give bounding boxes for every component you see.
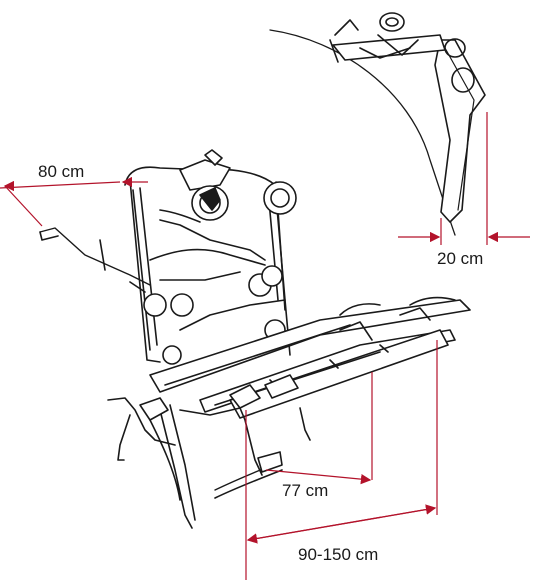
side-view — [269, 12, 486, 236]
wheel-rails — [149, 296, 471, 419]
width-range-label: 90-150 cm — [298, 545, 378, 564]
strap-clamp-right — [263, 181, 297, 215]
car-body-curve — [269, 29, 456, 236]
width-range-dimension: 90-150 cm — [245, 340, 438, 580]
strap-clamp-left — [191, 185, 229, 221]
frame-knobs — [143, 265, 286, 365]
depth-dimension: 80 cm — [0, 162, 148, 227]
side-clearance-dimension: 20 cm — [398, 112, 530, 268]
rail-spacing-dimension: 77 cm — [265, 372, 373, 500]
lower-frame — [149, 404, 196, 529]
main-carrier-view — [39, 149, 471, 529]
upper-strap-left — [39, 227, 151, 286]
side-clearance-label: 20 cm — [437, 249, 483, 268]
carrier-upper-arm — [332, 34, 446, 61]
rail-spacing-label: 77 cm — [282, 481, 328, 500]
depth-label: 80 cm — [38, 162, 84, 181]
top-clamp — [179, 159, 231, 191]
clamp-ring-side — [451, 67, 475, 93]
lower-strap — [107, 397, 176, 461]
clamp-ring-top — [379, 12, 405, 32]
